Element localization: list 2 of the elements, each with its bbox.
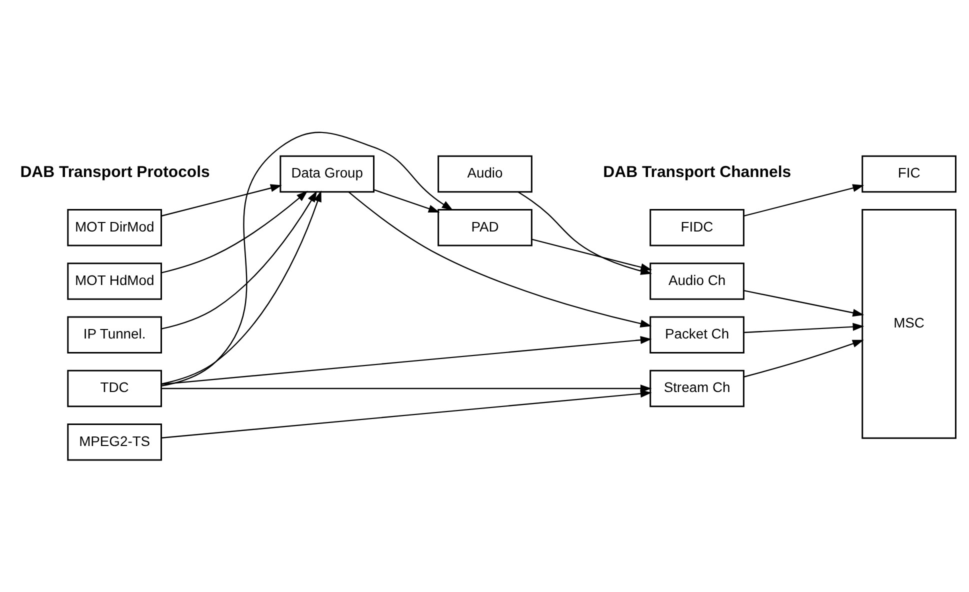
- label: DAB Transport Channels: [603, 164, 792, 181]
- label: DAB Transport Protocols: [20, 164, 210, 181]
